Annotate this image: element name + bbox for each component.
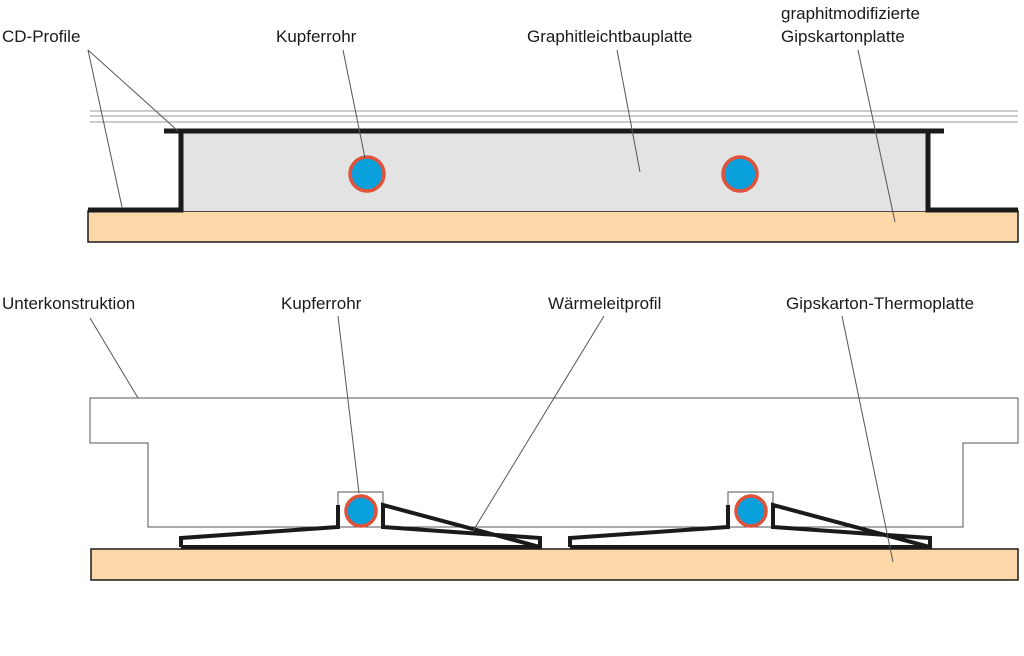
cd-profile bbox=[88, 128, 1018, 213]
top-gypsum-board bbox=[87, 210, 1019, 243]
label-heat-profile: Wärmeleitprofil bbox=[548, 294, 662, 313]
label-top-copper-pipe: Kupferrohr bbox=[276, 27, 357, 46]
bottom-thermo-board bbox=[90, 548, 1019, 581]
label-thermo-board: Gipskarton-Thermoplatte bbox=[786, 294, 975, 313]
label-graphite-board: Graphitleichtbauplatte bbox=[527, 27, 693, 46]
top-leader-lines bbox=[87, 49, 896, 223]
label-bottom-copper-pipe: Kupferrohr bbox=[281, 294, 362, 313]
label-substructure: Unterkonstruktion bbox=[2, 294, 136, 313]
substructure-outline bbox=[89, 397, 1019, 528]
heat-profile-right bbox=[568, 502, 932, 550]
label-cd-profile: CD-Profile bbox=[2, 27, 81, 46]
heat-profile-left bbox=[179, 502, 542, 550]
bottom-copper-pipe-1 bbox=[344, 494, 378, 528]
bottom-leader-lines bbox=[89, 315, 894, 563]
top-copper-pipe-2 bbox=[721, 155, 759, 193]
label-modified-gypsum-line1: graphitmodifizierte bbox=[781, 4, 920, 23]
label-modified-gypsum-line2: Gipskartonplatte bbox=[781, 27, 905, 46]
bottom-copper-pipe-2 bbox=[734, 494, 768, 528]
graphite-board bbox=[181, 133, 928, 211]
top-ceiling-lines bbox=[90, 110, 1018, 123]
top-copper-pipe-1 bbox=[348, 155, 386, 193]
